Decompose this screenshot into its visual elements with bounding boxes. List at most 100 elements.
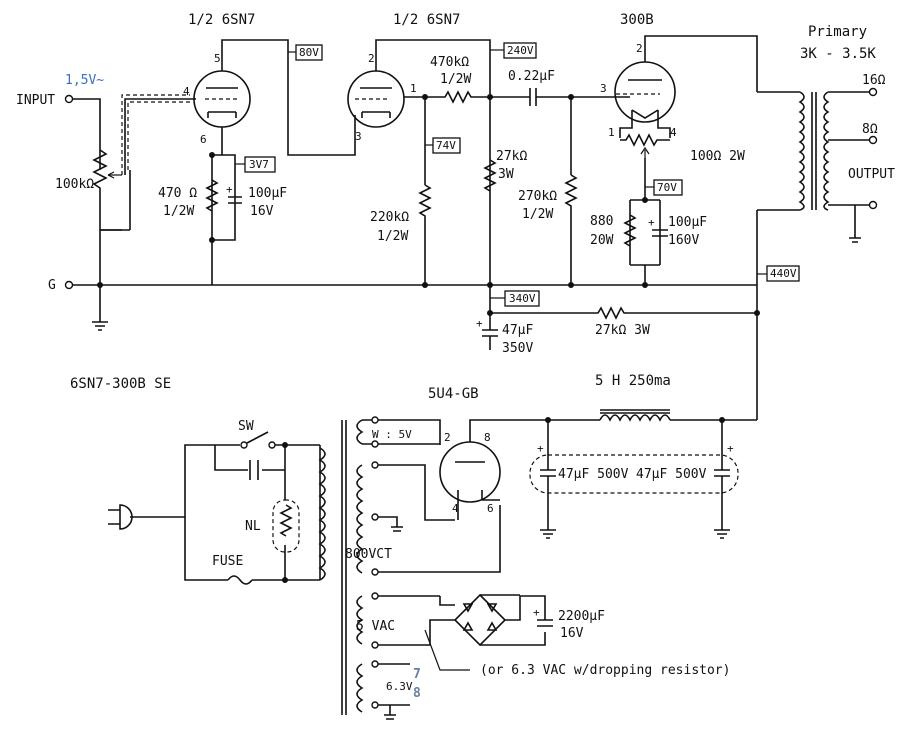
reservoir-caps-group bbox=[529, 454, 739, 494]
bridge-rectifier bbox=[453, 593, 507, 647]
winding-5v-rect bbox=[356, 419, 364, 445]
ccouple-label: 0.22μF bbox=[508, 69, 555, 84]
rp1-watt: 3W bbox=[498, 167, 514, 182]
rect-pin8: 8 bbox=[484, 431, 491, 444]
tube3-pin3: 3 bbox=[600, 82, 607, 95]
winding-800vct bbox=[356, 464, 364, 574]
svg-text:+: + bbox=[537, 442, 544, 455]
filter-choke bbox=[599, 414, 671, 422]
v240-badge: 240V bbox=[490, 42, 537, 59]
tube2-pin3: 3 bbox=[355, 130, 362, 143]
v80-badge: 80V bbox=[288, 44, 323, 61]
ground-terminal bbox=[64, 280, 74, 290]
tube1-triode bbox=[193, 39, 356, 156]
cathode-cap-1 bbox=[228, 196, 242, 204]
cathode-resistor-300b bbox=[623, 214, 637, 247]
switch-cap bbox=[249, 460, 259, 480]
v440-badge: 440V bbox=[757, 265, 800, 282]
svg-text:+: + bbox=[226, 183, 233, 196]
tube2-pin1: 1 bbox=[410, 82, 417, 95]
title-label: 6SN7-300B SE bbox=[70, 376, 171, 392]
rg2-label: 220kΩ bbox=[370, 210, 409, 225]
cres1-label: 47μF 500V bbox=[558, 467, 629, 482]
tube2-label: 1/2 6SN7 bbox=[393, 12, 460, 28]
out-8-label: 8Ω bbox=[862, 122, 878, 137]
tube2-pin2: 2 bbox=[368, 52, 375, 65]
cathode-resistor-1 bbox=[205, 179, 219, 212]
svg-text:+: + bbox=[533, 606, 540, 619]
svg-text:74V: 74V bbox=[436, 139, 456, 152]
reservoir-cap-2 bbox=[714, 469, 730, 477]
dropping-resistor-27k bbox=[580, 306, 757, 320]
rk1-watt: 1/2W bbox=[163, 204, 194, 219]
v3v7-badge: 3V7 bbox=[235, 156, 276, 173]
cres2-label: 47μF 500V bbox=[636, 467, 707, 482]
svg-text:440V: 440V bbox=[770, 267, 797, 280]
rp2-watt: 1/2W bbox=[440, 72, 471, 87]
tube1-pin4: 4 bbox=[183, 85, 190, 98]
rectifier-label: 5U4-GB bbox=[428, 386, 479, 402]
cfil-volt: 16V bbox=[560, 626, 584, 641]
plate-load-27k bbox=[483, 159, 497, 192]
ck1-label: 100μF bbox=[248, 186, 287, 201]
pot-label: 100kΩ bbox=[55, 177, 94, 192]
volume-potentiometer bbox=[92, 149, 108, 285]
cfilter-label: 47μF bbox=[502, 323, 533, 338]
reservoir-cap-1 bbox=[540, 469, 556, 477]
out-16-terminal bbox=[868, 87, 878, 97]
input-label: INPUT bbox=[16, 93, 55, 108]
winding-5vac bbox=[356, 595, 364, 645]
hum-balance-pot bbox=[620, 133, 670, 147]
rg2-watt: 1/2W bbox=[377, 229, 408, 244]
power-switch bbox=[240, 431, 276, 449]
rk3-watt: 20W bbox=[590, 233, 614, 248]
svg-text:80V: 80V bbox=[299, 46, 319, 59]
rg3-label: 270kΩ bbox=[518, 189, 557, 204]
rp1-label: 27kΩ bbox=[496, 149, 527, 164]
output-transformer bbox=[757, 91, 870, 211]
tube3-pin2: 2 bbox=[636, 42, 643, 55]
winding-63v bbox=[356, 663, 364, 713]
power-transformer-primary bbox=[318, 447, 326, 581]
ck3-label: 100μF bbox=[668, 215, 707, 230]
input-level: 1,5V~ bbox=[65, 73, 104, 88]
filter-cap-47u bbox=[482, 329, 498, 337]
note-label: (or 6.3 VAC w/dropping resistor) bbox=[480, 663, 730, 678]
tube1-label: 1/2 6SN7 bbox=[188, 12, 255, 28]
output-label: OUTPUT bbox=[848, 167, 895, 182]
pin8-label: 8 bbox=[413, 686, 421, 701]
neon-lamp bbox=[272, 499, 300, 553]
rk1-label: 470 Ω bbox=[158, 186, 197, 201]
rk3-label: 880 bbox=[590, 214, 613, 229]
grid-resistor-220k bbox=[418, 184, 432, 285]
svg-text:3V7: 3V7 bbox=[249, 158, 269, 171]
fuse bbox=[227, 575, 253, 585]
cathode-cap-300b bbox=[652, 229, 668, 237]
winding-800-label: 800VCT bbox=[345, 547, 392, 562]
hum-pot-label: 100Ω 2W bbox=[690, 149, 745, 164]
pin7-label: 7 bbox=[413, 667, 421, 682]
svg-text:+: + bbox=[727, 442, 734, 455]
rect-pin6: 6 bbox=[487, 502, 494, 515]
rdrop-label: 27kΩ 3W bbox=[595, 323, 650, 338]
plate-resistor-470k bbox=[425, 90, 490, 104]
svg-text:70V: 70V bbox=[657, 181, 677, 194]
cfilter-volt: 350V bbox=[502, 341, 533, 356]
cfil-label: 2200μF bbox=[558, 609, 605, 624]
tube2-triode bbox=[347, 39, 491, 285]
tube3-pin4: 4 bbox=[670, 126, 677, 139]
ck1-volt: 16V bbox=[250, 204, 274, 219]
ck3-volt: 160V bbox=[668, 233, 699, 248]
tube1-pin5: 5 bbox=[214, 52, 221, 65]
ground-label: G bbox=[48, 278, 56, 293]
primary-label: Primary bbox=[808, 24, 867, 40]
v70-badge: 70V bbox=[645, 179, 683, 196]
rectifier-tube bbox=[439, 419, 501, 520]
rect-pin2: 2 bbox=[444, 431, 451, 444]
rg3-watt: 1/2W bbox=[522, 207, 553, 222]
nl-label: NL bbox=[245, 519, 261, 534]
input-terminal bbox=[64, 94, 74, 104]
sw-label: SW bbox=[238, 419, 254, 434]
svg-text:240V: 240V bbox=[507, 44, 534, 57]
